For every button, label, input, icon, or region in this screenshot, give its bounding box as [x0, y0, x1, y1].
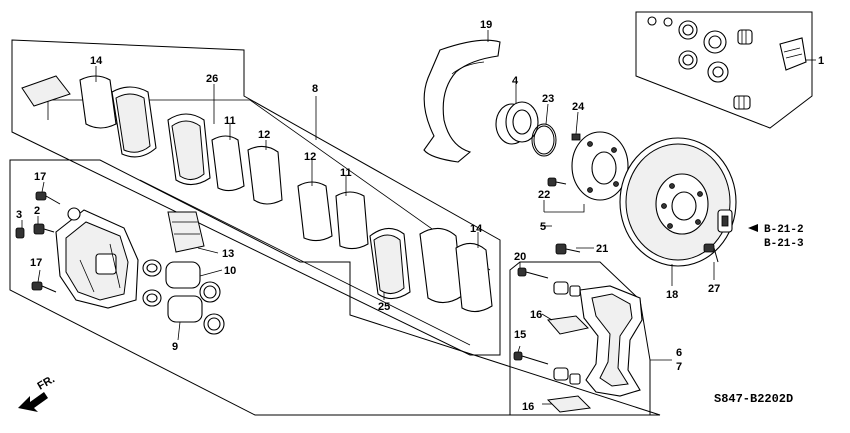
seal-kit-box — [635, 11, 813, 129]
callout-23: 23 — [542, 93, 554, 105]
guide-pin-upper — [517, 267, 581, 297]
bolt-17-upper — [35, 191, 61, 205]
pad-shim-right — [455, 242, 493, 313]
callout-22: 22 — [538, 189, 550, 201]
callout-2: 2 — [34, 205, 40, 217]
callout-17a: 17 — [34, 171, 46, 183]
pad-box — [11, 39, 501, 356]
callout-3: 3 — [16, 209, 22, 221]
callout-14b: 14 — [470, 223, 483, 235]
guide-pin-lower — [513, 351, 581, 385]
callout-6: 6 — [676, 347, 682, 359]
hub-nut — [717, 209, 733, 233]
callout-4: 4 — [512, 75, 519, 87]
pad-wear-label — [21, 75, 71, 107]
snap-ring — [531, 123, 557, 157]
callout-17b: 17 — [30, 257, 42, 269]
bolt-17-lower — [31, 281, 57, 293]
ref-arrow — [748, 224, 758, 232]
screw-22 — [547, 177, 567, 187]
front-direction-arrow: FR. — [18, 373, 57, 412]
callout-5: 5 — [540, 221, 546, 233]
callout-12a: 12 — [258, 129, 270, 141]
callout-20: 20 — [514, 251, 526, 263]
callout-11b: 11 — [340, 167, 352, 179]
callout-13: 13 — [222, 248, 234, 260]
callout-27: 27 — [708, 283, 720, 295]
bracket-box — [509, 261, 651, 416]
brake-disc — [619, 137, 737, 267]
reference-b-21-2: B-21-2 — [764, 224, 804, 236]
callout-18: 18 — [666, 289, 678, 301]
callout-26: 26 — [206, 73, 218, 85]
brake-pad-right — [419, 227, 463, 304]
disc-screw — [703, 243, 719, 263]
callout-11a: 11 — [224, 115, 236, 127]
callout-24: 24 — [572, 101, 585, 113]
piston-seal-set — [142, 259, 225, 335]
callout-8: 8 — [312, 83, 318, 95]
callout-10: 10 — [224, 265, 236, 277]
callout-16b: 16 — [522, 401, 534, 413]
bleeder-screw — [15, 223, 55, 239]
splash-shield — [423, 39, 501, 163]
diagram-code: S847-B2202D — [714, 392, 793, 406]
callout-15: 15 — [514, 329, 526, 341]
shim-12-right — [297, 181, 333, 242]
leader-lines — [21, 30, 816, 405]
shim-12-left — [247, 145, 283, 205]
pad-shim-outer — [79, 75, 117, 129]
pad-retainer-clip — [167, 211, 205, 253]
shim-11-right — [335, 191, 369, 250]
shim-11-left — [211, 135, 245, 192]
caliper-body — [55, 207, 139, 309]
seal-kit-parts — [647, 16, 807, 110]
callout-12b: 12 — [304, 151, 316, 163]
bracket-bolt-21 — [555, 243, 581, 255]
callout-14a: 14 — [90, 55, 103, 67]
pad-inner-line-2 — [139, 179, 471, 346]
hub-bearing — [495, 101, 539, 145]
callout-7: 7 — [676, 361, 682, 373]
reference-b-21-3: B-21-3 — [764, 238, 804, 250]
callout-21: 21 — [596, 243, 608, 255]
pad-spring-lower — [546, 395, 592, 413]
pad-spring-upper — [547, 315, 590, 335]
caliper-box — [9, 159, 661, 416]
callout-25: 25 — [378, 301, 390, 313]
callout-9: 9 — [172, 341, 178, 353]
callout-16a: 16 — [530, 309, 542, 321]
callout-19: 19 — [480, 19, 492, 31]
callout-1: 1 — [818, 55, 824, 67]
front-direction-label: FR. — [36, 373, 57, 392]
hub — [571, 131, 629, 201]
caliper-bracket — [579, 285, 643, 397]
